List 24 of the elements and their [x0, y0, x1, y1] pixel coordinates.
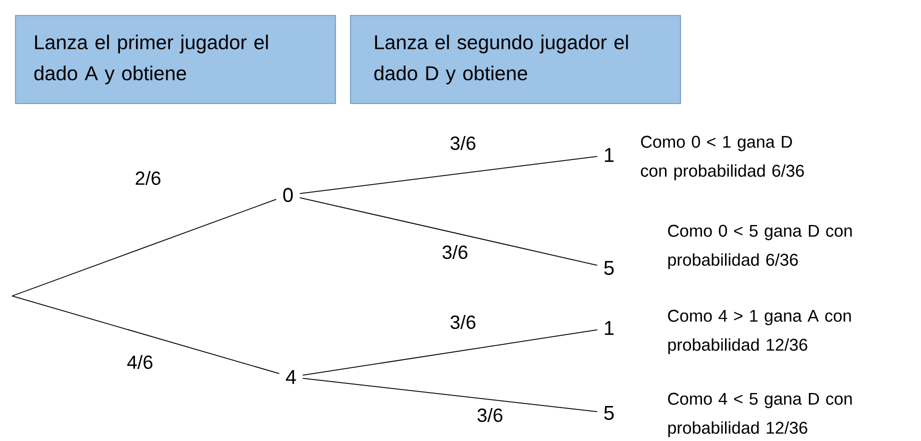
branch-line [299, 156, 598, 194]
branch-line [299, 197, 598, 266]
outcome-value: 0 [283, 188, 293, 202]
outcome-note: Como 0 < 5 gana D con probabilidad 6/36 [668, 224, 852, 270]
outcome-value: 5 [604, 406, 614, 420]
outcome-value: 1 [604, 321, 614, 335]
branch-line [302, 378, 598, 412]
header-box: Lanza el primer jugador el dado A y obtiene [15, 15, 336, 104]
outcome-note: Como 4 < 5 gana D con probabilidad 12/36 [668, 392, 852, 438]
probability-label: 3/6 [476, 407, 504, 423]
outcome-note: Como 4 > 1 gana A con probabilidad 12/36 [668, 310, 851, 354]
probability-label: 4/6 [126, 354, 154, 370]
outcome-value: 5 [604, 261, 614, 275]
branch-line [12, 198, 277, 296]
outcome-value: 4 [286, 370, 296, 384]
branch-line [12, 296, 280, 374]
probability-label: 3/6 [448, 135, 478, 151]
outcome-note: Como 0 < 1 gana D con probabilidad 6/36 [640, 136, 804, 180]
header-box: Lanza el segundo jugador el dado D y obtiene [350, 15, 681, 104]
branch-line [302, 329, 598, 376]
probability-label: 3/6 [440, 244, 470, 260]
probability-label: 3/6 [448, 314, 478, 330]
outcome-value: 1 [604, 148, 614, 162]
probability-label: 2/6 [134, 170, 162, 186]
